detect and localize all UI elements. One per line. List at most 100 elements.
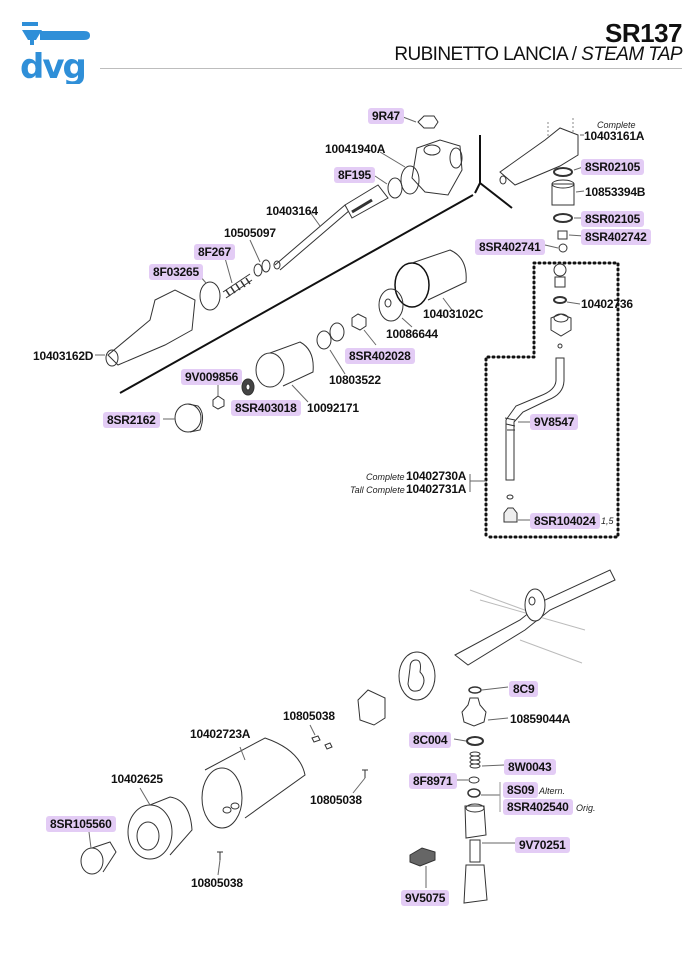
disk-10086644 <box>378 288 404 322</box>
part-label-10402731a[interactable]: 10402731A <box>406 482 467 496</box>
part-label-8f267[interactable]: 8F267 <box>194 244 236 260</box>
part-label-10803522[interactable]: 10803522 <box>329 373 381 387</box>
spring-8sr402742 <box>557 230 568 240</box>
note-complete-10402730a: Complete <box>366 472 405 482</box>
note-tall-complete-10402731a: Tall Complete <box>350 485 405 495</box>
fitting-10853394b <box>551 179 585 206</box>
part-label-8c9[interactable]: 8C9 <box>509 681 539 697</box>
screw-10805038c <box>217 851 223 876</box>
part-label-10403164[interactable]: 10403164 <box>266 204 318 218</box>
gasket-8f03265 <box>199 281 221 311</box>
part-label-10402730a[interactable]: 10402730A <box>406 469 467 483</box>
part-label-10402736[interactable]: 10402736 <box>581 297 633 311</box>
part-label-10086644[interactable]: 10086644 <box>386 327 438 341</box>
plug-9r47 <box>402 115 439 129</box>
note-8s09-altern: Altern. <box>539 786 566 796</box>
screw-10805038a <box>309 724 333 750</box>
logo-cup <box>22 30 42 40</box>
oring-8sr02105a <box>553 167 573 177</box>
part-label-10805038-b[interactable]: 10805038 <box>310 793 362 807</box>
part-label-8w0043[interactable]: 8W0043 <box>504 759 556 775</box>
nut-8sr402028 <box>351 313 367 331</box>
note-complete-10403161a: Complete <box>597 120 636 130</box>
fitting-10859044a <box>461 697 509 727</box>
part-label-10092171[interactable]: 10092171 <box>307 401 359 415</box>
part-label-8s09[interactable]: 8S09 <box>503 782 539 798</box>
washer-10803522b <box>329 322 345 342</box>
mounting-bracket <box>357 689 386 726</box>
oring-8sr02105b <box>553 213 573 223</box>
part-label-8sr02105-a[interactable]: 8SR02105 <box>581 159 645 175</box>
part-label-8sr104024[interactable]: 8SR104024 <box>530 513 600 529</box>
ring-nut-10402625 <box>127 787 193 860</box>
logo-text: dvg <box>20 47 85 84</box>
valve-body <box>379 139 463 196</box>
part-label-10853394b[interactable]: 10853394B <box>585 185 646 199</box>
part-label-10805038-c[interactable]: 10805038 <box>191 876 243 890</box>
part-label-10403102c[interactable]: 10403102C <box>423 307 484 321</box>
washer-10505097a <box>253 263 263 277</box>
spring-8w0043 <box>469 751 505 769</box>
part-label-10041940a[interactable]: 10041940A <box>325 142 386 156</box>
part-label-10805038-a[interactable]: 10805038 <box>283 709 335 723</box>
part-label-10505097[interactable]: 10505097 <box>224 226 276 240</box>
part-label-9v70251[interactable]: 9V70251 <box>515 837 570 853</box>
note-8sr402540-orig: Orig. <box>576 803 596 813</box>
part-label-9v009856[interactable]: 9V009856 <box>181 369 243 385</box>
dvg-logo: dvg <box>20 22 90 84</box>
part-label-8sr2162[interactable]: 8SR2162 <box>103 412 160 428</box>
part-label-8c004[interactable]: 8C004 <box>409 732 452 748</box>
part-label-9v8547[interactable]: 9V8547 <box>530 414 579 430</box>
part-label-10402723a[interactable]: 10402723A <box>190 727 251 741</box>
part-label-8f195[interactable]: 8F195 <box>334 167 376 183</box>
divider-wedge <box>474 135 513 209</box>
washer-10505097b <box>261 259 271 273</box>
part-label-10403162d[interactable]: 10403162D <box>33 349 94 363</box>
shaft-assembly <box>454 569 616 666</box>
oring-8c9 <box>468 686 482 694</box>
spring-8f267 <box>222 257 253 299</box>
cover-10402723a <box>201 737 306 829</box>
part-label-8sr402741[interactable]: 8SR402741 <box>475 239 545 255</box>
part-label-10859044a[interactable]: 10859044A <box>510 712 571 726</box>
screw-10805038b <box>352 769 368 794</box>
part-label-8sr402742[interactable]: 8SR402742 <box>581 229 651 245</box>
part-label-8sr403018[interactable]: 8SR403018 <box>231 400 301 416</box>
nut-9v009856 <box>212 395 225 410</box>
steam-tip-9v70251 <box>463 803 517 904</box>
seal-8s09 <box>467 788 481 798</box>
part-label-8f03265[interactable]: 8F03265 <box>149 264 203 280</box>
title-separator: / <box>571 44 577 65</box>
title-english: STEAM TAP <box>581 44 682 65</box>
cover-10403102c <box>394 249 467 311</box>
header-rule <box>100 68 682 69</box>
washer-10803522a <box>316 330 332 350</box>
note-8sr104024: 1,5 <box>601 516 614 526</box>
part-label-8f8971[interactable]: 8F8971 <box>409 773 457 789</box>
escutcheon-plate <box>398 651 436 701</box>
logo-tap-top <box>22 22 38 26</box>
part-label-9v5075[interactable]: 9V5075 <box>401 890 450 906</box>
part-label-8sr105560[interactable]: 8SR105560 <box>46 816 116 832</box>
document-code: SR137 <box>605 18 683 48</box>
divider-line <box>119 194 474 394</box>
oring-8f195 <box>387 177 403 199</box>
part-label-8sr402028[interactable]: 8SR402028 <box>345 348 415 364</box>
part-label-9r47[interactable]: 9R47 <box>368 108 404 124</box>
document-title: RUBINETTO LANCIA / STEAM TAP <box>394 44 682 66</box>
part-label-8sr402540[interactable]: 8SR402540 <box>503 799 573 815</box>
valve-stem <box>273 184 389 271</box>
logo-handle <box>40 31 90 40</box>
wand-group-box <box>484 261 620 539</box>
part-label-10403161a[interactable]: 10403161A <box>584 129 645 143</box>
steam-tap-complete <box>499 118 584 186</box>
ring-8c004 <box>466 736 484 746</box>
part-label-10402625[interactable]: 10402625 <box>111 772 163 786</box>
title-italian: RUBINETTO LANCIA <box>394 44 568 65</box>
clip-9v5075 <box>409 847 436 867</box>
washer-8f8971 <box>468 776 480 784</box>
button-8sr105560 <box>80 831 117 875</box>
ball-8sr402741 <box>558 243 568 253</box>
part-label-8sr02105-b[interactable]: 8SR02105 <box>581 211 645 227</box>
